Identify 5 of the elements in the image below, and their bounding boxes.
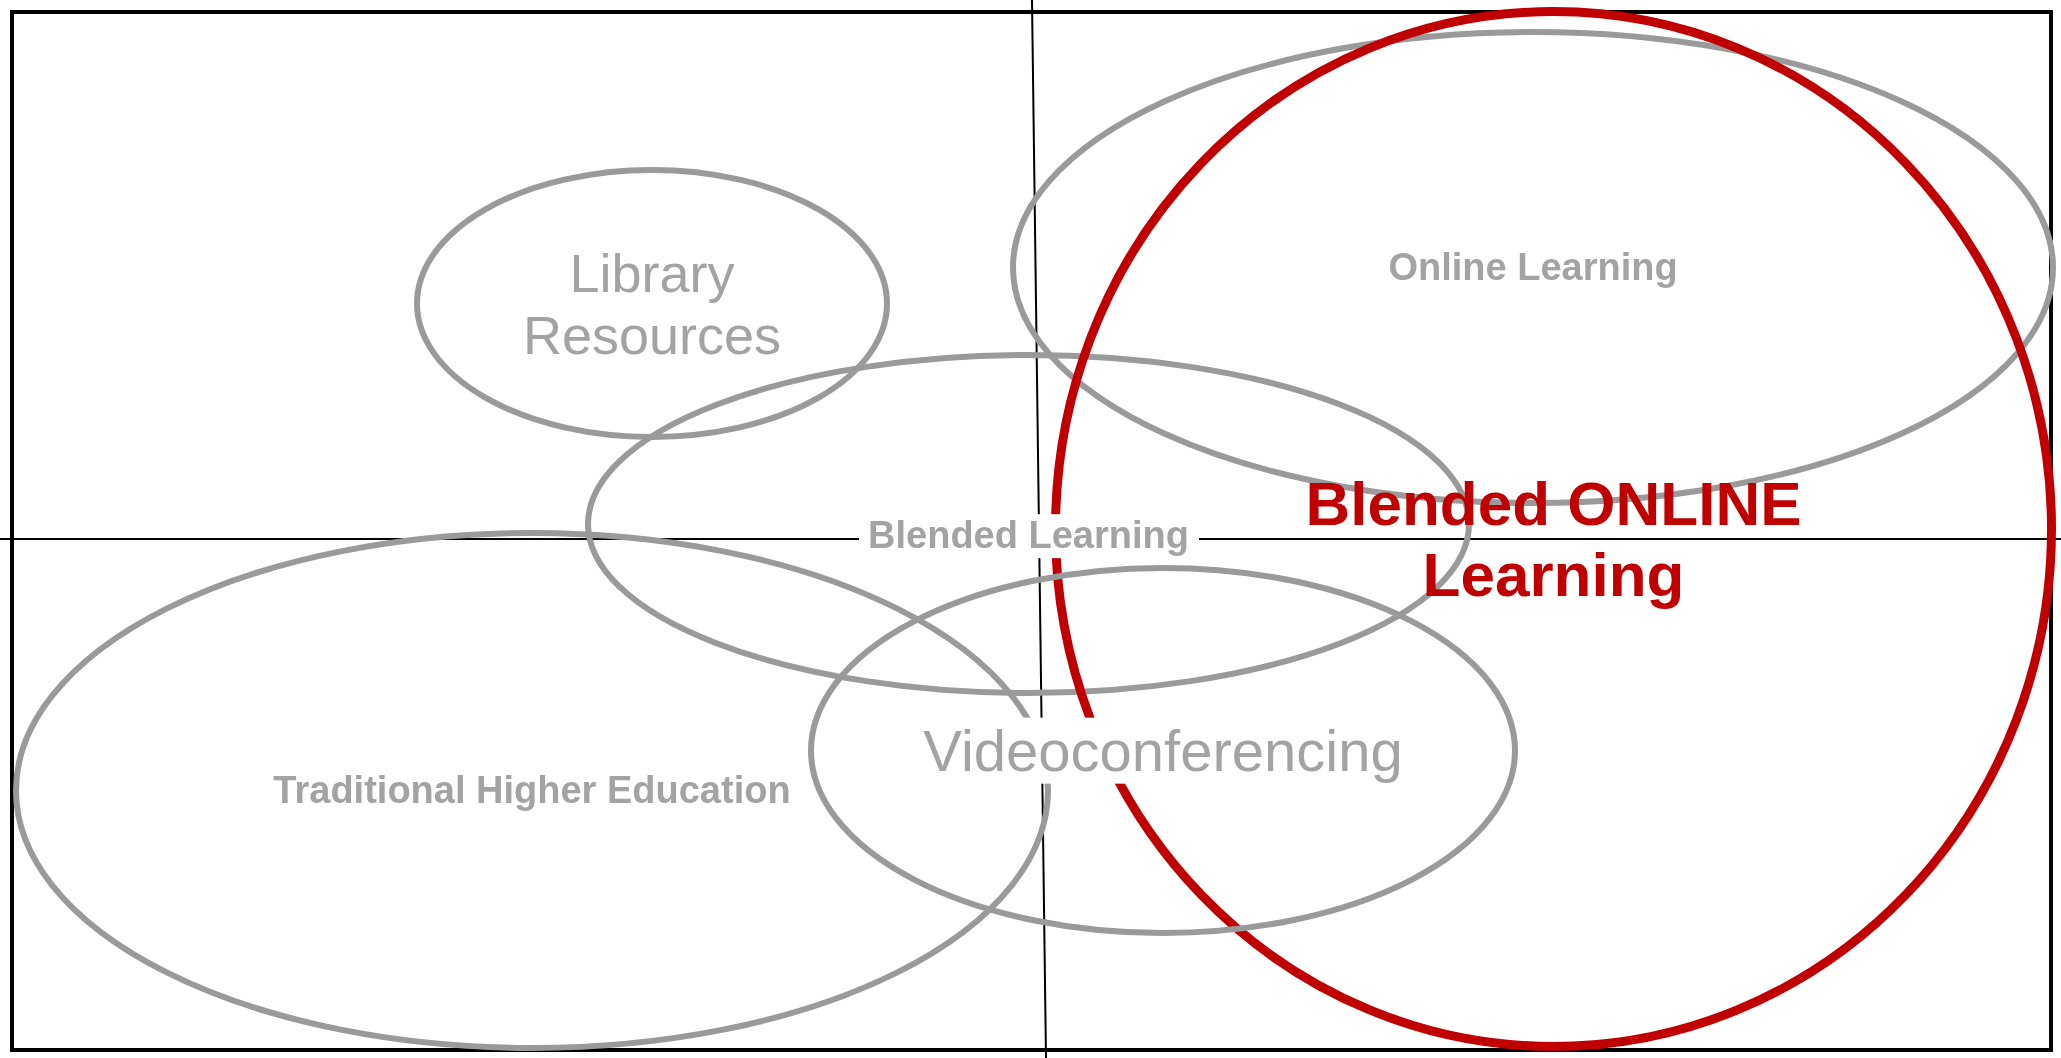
ellipse-label: Library Resources — [521, 241, 783, 366]
ellipse-label: Blended ONLINE Learning — [1304, 467, 1803, 611]
ellipse-label: Traditional Higher Education — [272, 768, 792, 813]
ellipse-label: Blended Learning — [858, 514, 1199, 558]
ellipse-label: Online Learning — [1387, 245, 1679, 290]
